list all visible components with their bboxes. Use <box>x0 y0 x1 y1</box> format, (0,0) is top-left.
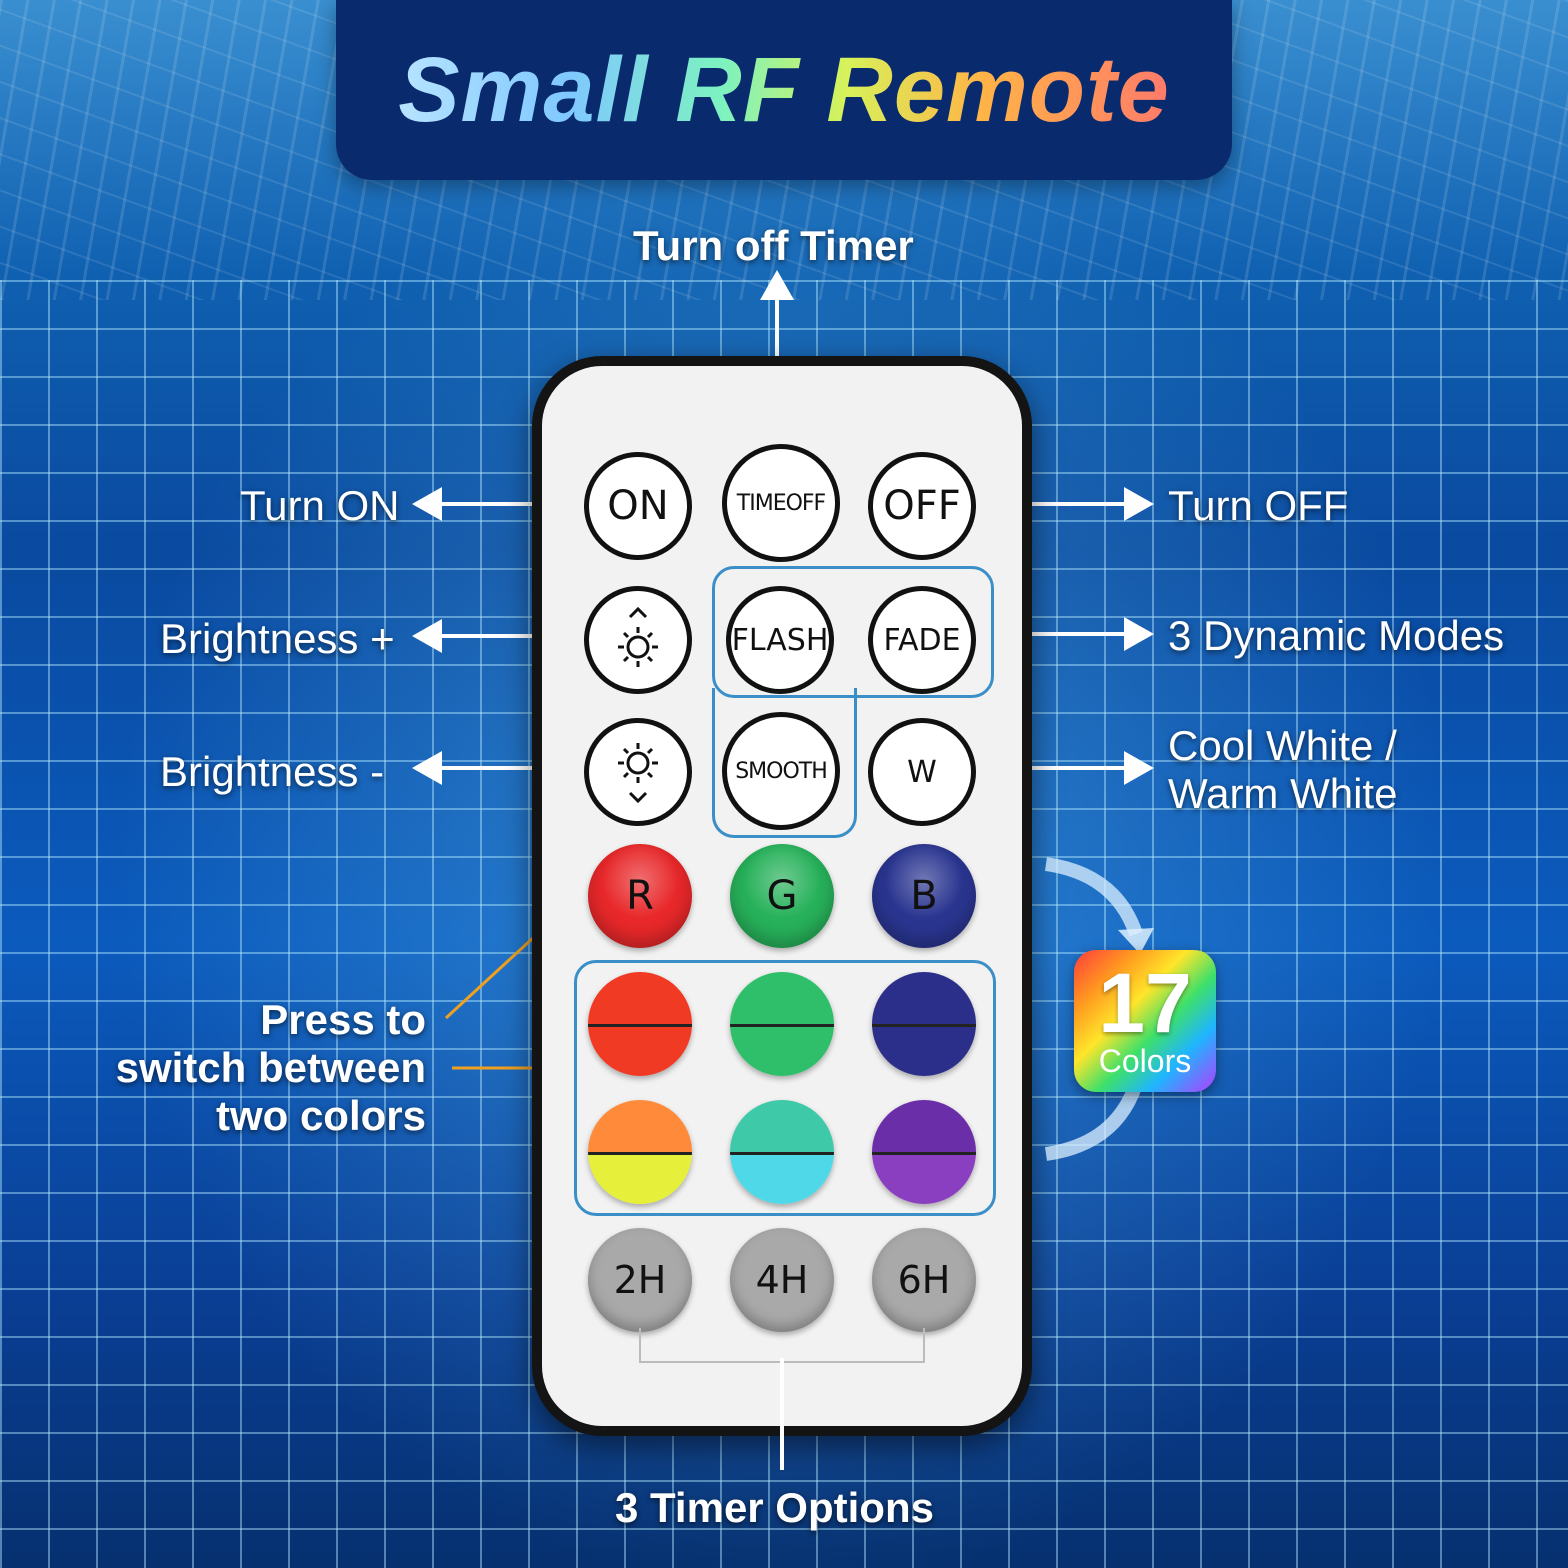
arrow-left-icon <box>412 751 442 785</box>
callout-turn-off: Turn OFF <box>1168 482 1349 529</box>
leader-line-timer-options <box>780 1358 784 1470</box>
fade-button[interactable]: FADE <box>868 586 976 694</box>
color-button-blue[interactable] <box>872 972 976 1076</box>
off-button-label: OFF <box>883 483 961 529</box>
callout-turn-off-timer: Turn off Timer <box>633 222 914 269</box>
arrow-left-icon <box>412 487 442 521</box>
green-button[interactable]: G <box>730 844 834 948</box>
arrow-left-icon <box>412 619 442 653</box>
callout-press-switch: Press to switch between two colors <box>90 996 426 1140</box>
timer-6h-label: 6H <box>897 1258 951 1302</box>
timer-bracket <box>639 1328 925 1363</box>
callout-press-line3: two colors <box>215 1092 426 1139</box>
callout-brightness-up: Brightness + <box>160 615 395 662</box>
sun-up-icon <box>618 606 658 667</box>
callout-white-line1: Cool White / <box>1168 722 1397 769</box>
smooth-button-label: SMOOTH <box>735 758 828 784</box>
brightness-down-button[interactable] <box>584 718 692 826</box>
callout-turn-on: Turn ON <box>240 482 400 529</box>
color-button-green[interactable] <box>730 972 834 1076</box>
green-button-label: G <box>766 873 798 919</box>
colors-badge: 17 Colors <box>1074 950 1216 1092</box>
brightness-up-button[interactable] <box>584 586 692 694</box>
smooth-button[interactable]: SMOOTH <box>722 712 840 830</box>
sun-down-icon <box>618 743 658 804</box>
leader-line-white <box>980 766 1126 770</box>
timeoff-button[interactable]: TIMEOFF <box>722 444 840 562</box>
callout-brightness-down: Brightness - <box>160 748 385 795</box>
color-group-box <box>574 960 996 1216</box>
remote-body: ON TIMEOFF OFF FLASH FADE <box>532 356 1032 1436</box>
modes-group-box-lower <box>712 688 857 838</box>
timeoff-button-label: TIMEOFF <box>736 490 826 516</box>
callout-press-line1: Press to <box>260 996 426 1043</box>
leader-line-modes <box>984 632 1126 636</box>
leader-line-on <box>440 502 585 506</box>
leader-line-bright-up <box>440 634 585 638</box>
banner-title: Small RF Remote <box>398 38 1170 141</box>
white-button-label: W <box>907 754 937 790</box>
flash-button-label: FLASH <box>731 622 829 658</box>
red-button[interactable]: R <box>588 844 692 948</box>
blue-button[interactable]: B <box>872 844 976 948</box>
timer-4h-button[interactable]: 4H <box>730 1228 834 1332</box>
flash-button[interactable]: FLASH <box>726 586 834 694</box>
red-button-label: R <box>626 873 654 919</box>
timer-2h-button[interactable]: 2H <box>588 1228 692 1332</box>
badge-number: 17 <box>1098 956 1192 1050</box>
callout-white: Cool White / Warm White <box>1168 722 1397 818</box>
color-button-purple[interactable] <box>872 1100 976 1204</box>
color-button-teal-cyan[interactable] <box>730 1100 834 1204</box>
callout-timer-options: 3 Timer Options <box>615 1484 934 1531</box>
title-banner: Small RF Remote <box>336 0 1232 180</box>
color-button-red[interactable] <box>588 972 692 1076</box>
callout-white-line2: Warm White <box>1168 770 1398 817</box>
timer-4h-label: 4H <box>755 1258 809 1302</box>
arrow-up-icon <box>760 270 794 300</box>
timer-2h-label: 2H <box>613 1258 667 1302</box>
off-button[interactable]: OFF <box>868 452 976 560</box>
arrow-right-icon <box>1124 487 1154 521</box>
arrow-right-icon <box>1124 751 1154 785</box>
on-button[interactable]: ON <box>584 452 692 560</box>
blue-button-label: B <box>910 873 938 919</box>
color-button-orange-yellow[interactable] <box>588 1100 692 1204</box>
badge-text: Colors <box>1098 1043 1192 1079</box>
leader-line-off <box>980 502 1126 506</box>
timer-6h-button[interactable]: 6H <box>872 1228 976 1332</box>
on-button-label: ON <box>607 483 669 529</box>
callout-dynamic-modes: 3 Dynamic Modes <box>1168 612 1505 659</box>
callout-press-line2: switch between <box>115 1044 426 1091</box>
white-button[interactable]: W <box>868 718 976 826</box>
arrow-right-icon <box>1124 617 1154 651</box>
leader-line-bright-down <box>440 766 585 770</box>
fade-button-label: FADE <box>883 622 961 658</box>
